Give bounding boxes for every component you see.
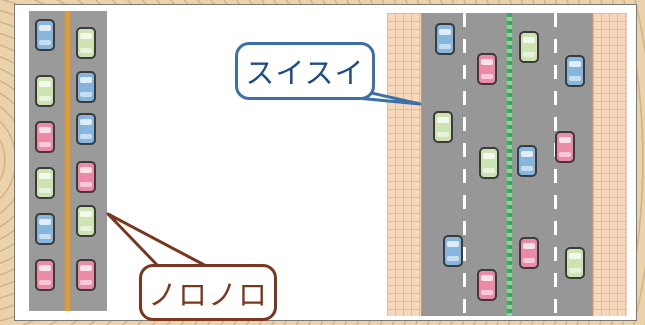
car: [565, 247, 585, 279]
car: [477, 269, 497, 301]
car: [76, 27, 96, 59]
lane-marking: [463, 13, 466, 316]
car: [35, 121, 55, 153]
car: [35, 19, 55, 51]
car: [433, 111, 453, 143]
car: [443, 235, 463, 267]
car: [76, 205, 96, 237]
car: [35, 259, 55, 291]
car: [477, 53, 497, 85]
congested-callout: ノロノロ: [139, 264, 277, 321]
congested-road: [29, 11, 107, 311]
car: [435, 23, 455, 55]
car: [555, 131, 575, 163]
car: [35, 167, 55, 199]
road-centerline: [65, 11, 70, 311]
median-strip: [507, 13, 512, 316]
car: [479, 147, 499, 179]
free-flow-callout: スイスイ: [235, 42, 375, 100]
car: [76, 259, 96, 291]
car: [76, 113, 96, 145]
car: [76, 161, 96, 193]
car: [517, 145, 537, 177]
lane-marking: [554, 13, 557, 316]
car: [565, 55, 585, 87]
car: [519, 31, 539, 63]
car: [35, 213, 55, 245]
car: [519, 237, 539, 269]
car: [35, 75, 55, 107]
sidewalk: [592, 13, 627, 316]
sidewalk: [387, 13, 422, 316]
car: [76, 71, 96, 103]
free-flow-road: [387, 13, 627, 316]
